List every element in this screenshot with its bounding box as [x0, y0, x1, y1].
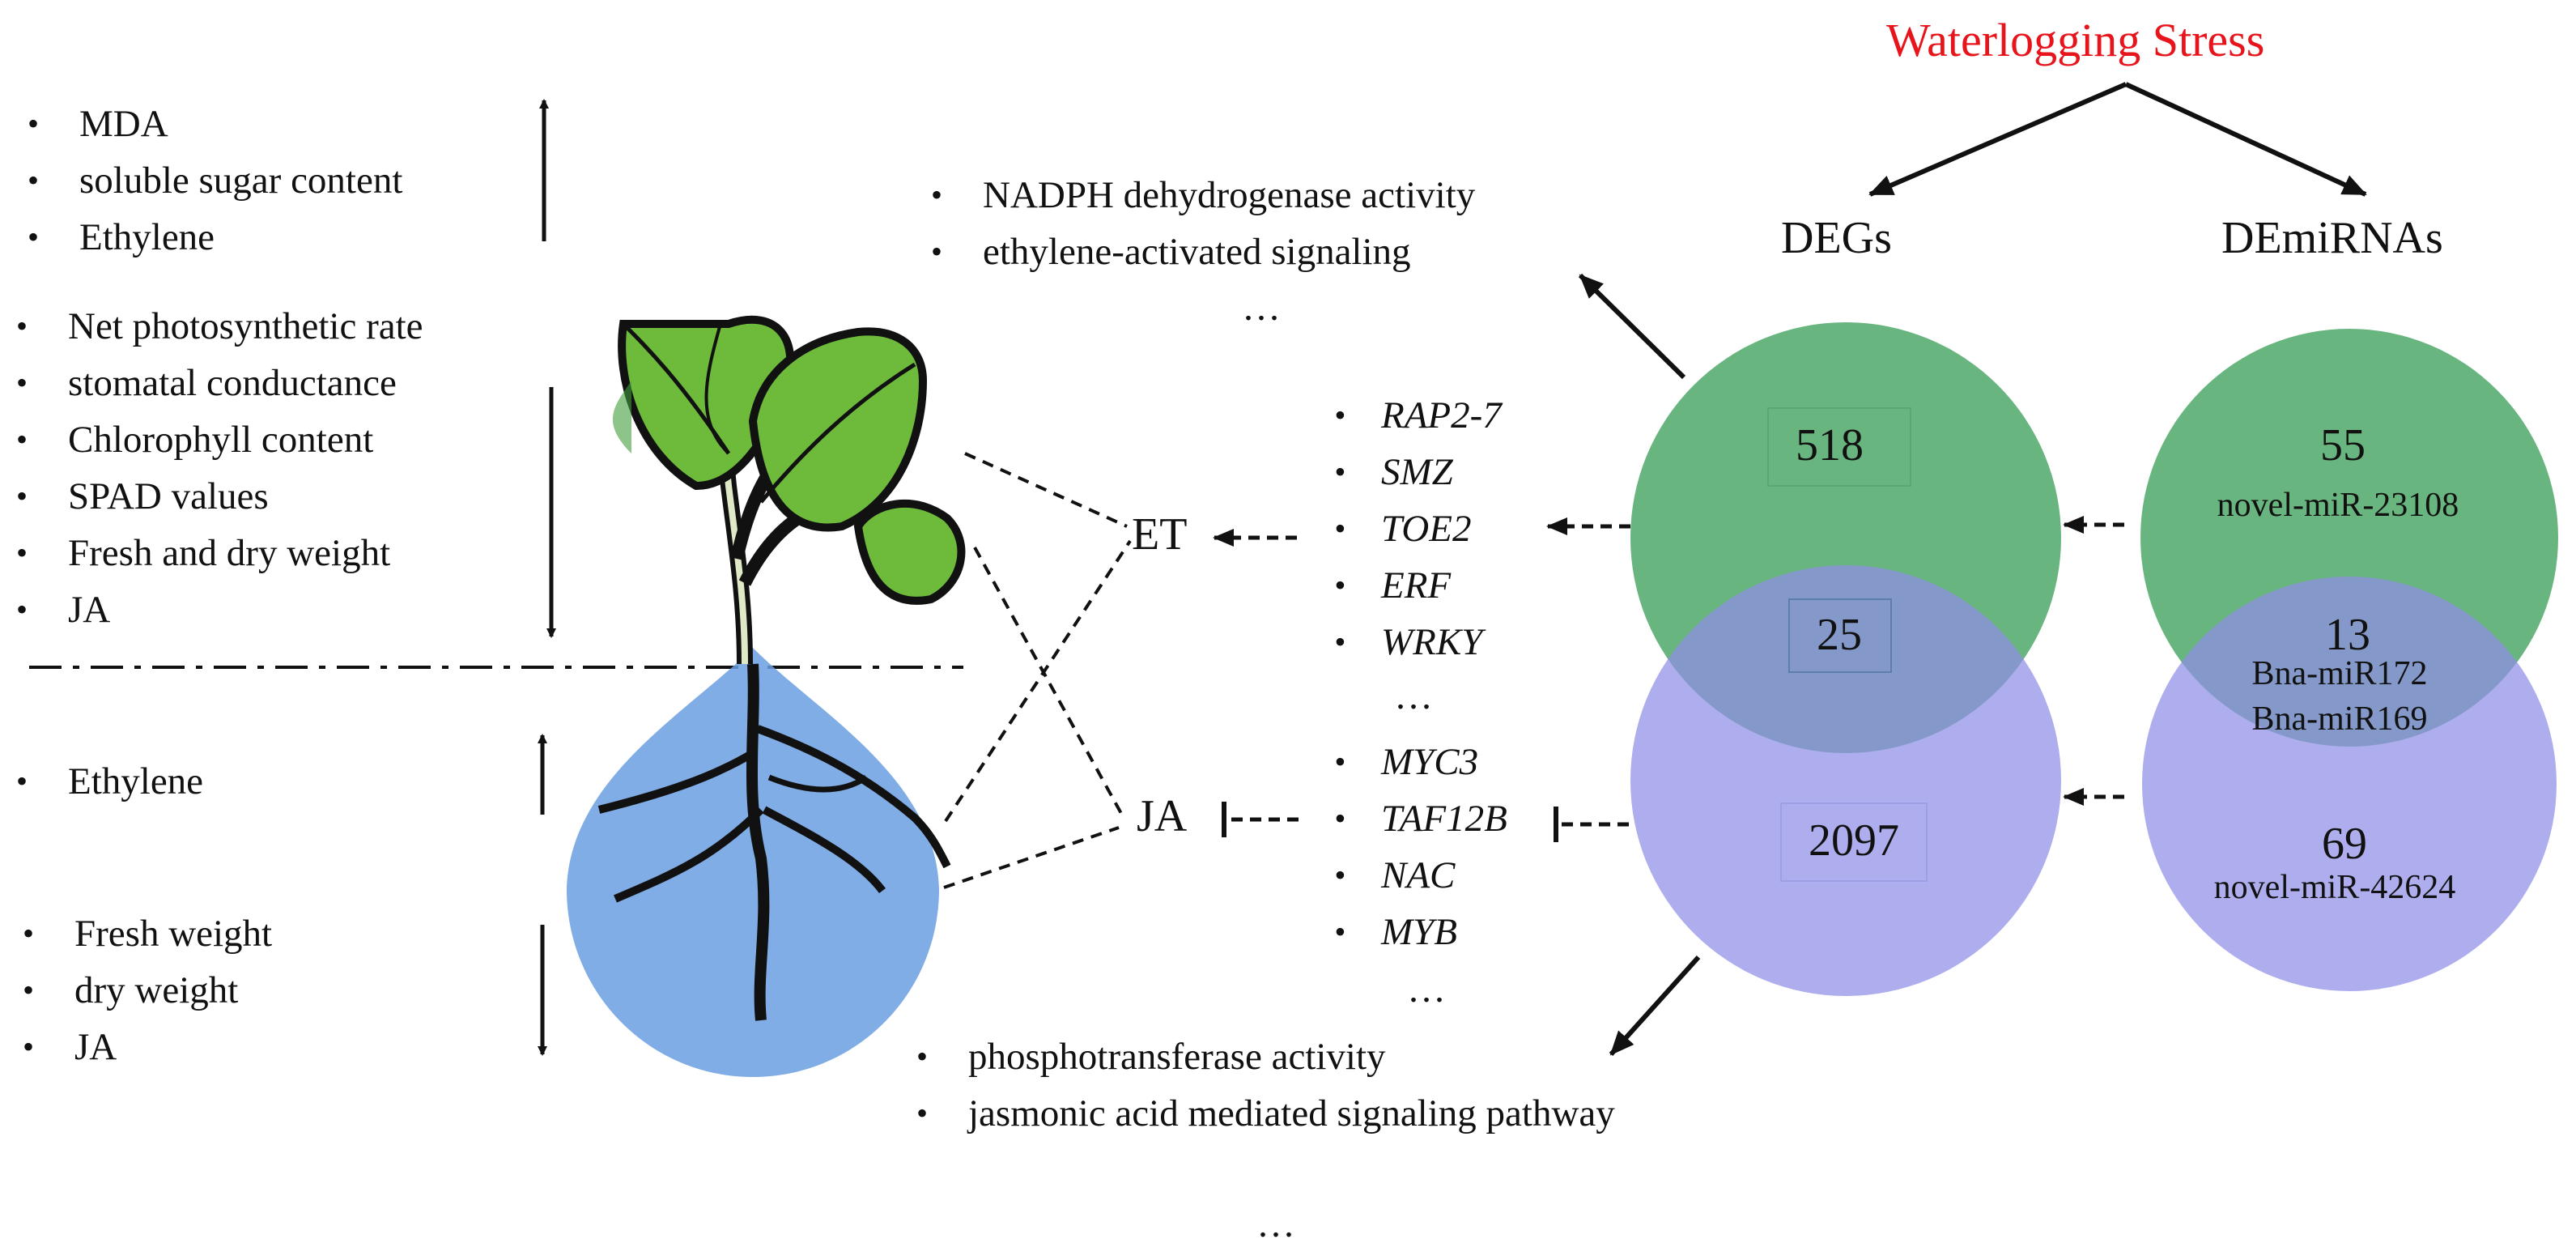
physio-down-top-list: Net photosynthetic rate stomatal conduct… [5, 298, 423, 638]
arrow-stress-to-degs [1868, 82, 2128, 197]
deg-overlap-box [1788, 598, 1892, 673]
gene-item: TAF12B [1323, 790, 1507, 847]
water-drop [567, 648, 939, 1077]
mirna-down-circle [2142, 577, 2557, 991]
deg-down-box [1780, 802, 1928, 882]
list-item: Ethylene [16, 209, 402, 266]
go-up-list: NADPH dehydrogenase activity ethylene-ac… [920, 167, 1475, 280]
deg-down-circle [1630, 565, 2061, 996]
list-item: soluble sugar content [16, 152, 402, 209]
mirna-down-example: novel-miR-42624 [2213, 869, 2456, 906]
mirna-overlap-example-1: Bna-miR172 [2251, 655, 2428, 692]
gene-item: WRKY [1323, 614, 1502, 670]
gene-item: RAP2-7 [1323, 387, 1502, 444]
gene-item: SMZ [1323, 444, 1502, 500]
list-item: JA [11, 1019, 272, 1075]
physio-down-bottom-list: Fresh weight dry weight JA [11, 905, 272, 1075]
list-item: Net photosynthetic rate [5, 298, 423, 355]
list-item: Ethylene [5, 753, 203, 810]
list-item: phosphotransferase activity [905, 1028, 1681, 1085]
connector-leaf-et [964, 452, 1128, 528]
et-gene-list: RAP2-7 SMZ TOE2 ERF WRKY [1323, 387, 1502, 670]
et-genes-ellipsis: ... [1396, 675, 1435, 717]
deg-down-count: 2097 [1809, 815, 1899, 866]
ja-gene-list: MYC3 TAF12B NAC MYB [1323, 734, 1507, 960]
go-down-list: phosphotransferase activity jasmonic aci… [905, 1028, 1681, 1142]
diagram-title: Waterlogging Stress [1886, 14, 2265, 66]
deg-overlap-count: 25 [1817, 610, 1862, 660]
go-down-term-2: jasmonic acid mediated signaling pathway [968, 1092, 1615, 1134]
list-item: ethylene-activated signaling [920, 223, 1475, 280]
arrow-stress-to-demirnas [2124, 82, 2367, 197]
ja-label: JA [1137, 791, 1188, 841]
go-up-ellipsis: ... [1243, 286, 1282, 329]
list-item: MDA [16, 96, 402, 152]
plant-icon [597, 315, 966, 1021]
list-item: JA [5, 581, 423, 638]
connector-root-et [944, 539, 1132, 823]
mirna-up-example: novel-miR-23108 [2217, 487, 2459, 524]
arrow-venn-to-go-up [1578, 273, 1686, 380]
list-item: stomatal conductance [5, 355, 423, 411]
gene-item: MYC3 [1323, 734, 1507, 790]
list-item: dry weight [11, 962, 272, 1019]
physio-up-bottom-list: Ethylene [5, 753, 203, 810]
list-item: jasmonic acid mediated signaling pathway [905, 1085, 1681, 1142]
list-item: Fresh and dry weight [5, 525, 423, 581]
mirna-overlap-count: 13 [2325, 610, 2370, 660]
connector-root-ja [943, 826, 1120, 889]
gene-item: NAC [1323, 847, 1507, 904]
go-down-ellipsis: ... [1258, 1203, 1297, 1245]
degs-label: DEGs [1781, 213, 1892, 263]
et-label: ET [1132, 509, 1188, 560]
gene-item: MYB [1323, 904, 1507, 960]
ja-genes-ellipsis: ... [1409, 968, 1447, 1011]
demirnas-label: DEmiRNAs [2221, 213, 2443, 263]
deg-up-box [1767, 407, 1911, 487]
gene-item: ERF [1323, 557, 1502, 614]
connector-leaf-ja [973, 547, 1125, 819]
list-item: Chlorophyll content [5, 411, 423, 468]
mirna-up-count: 55 [2320, 420, 2366, 470]
gene-item: TOE2 [1323, 500, 1502, 557]
physio-up-top-list: MDA soluble sugar content Ethylene [16, 96, 402, 266]
mirna-down-count: 69 [2322, 819, 2367, 869]
deg-up-count: 518 [1796, 420, 1864, 470]
list-item: NADPH dehydrogenase activity [920, 167, 1475, 223]
list-item: Fresh weight [11, 905, 272, 962]
list-item: SPAD values [5, 468, 423, 525]
mirna-overlap-example-2: Bna-miR169 [2251, 700, 2428, 738]
